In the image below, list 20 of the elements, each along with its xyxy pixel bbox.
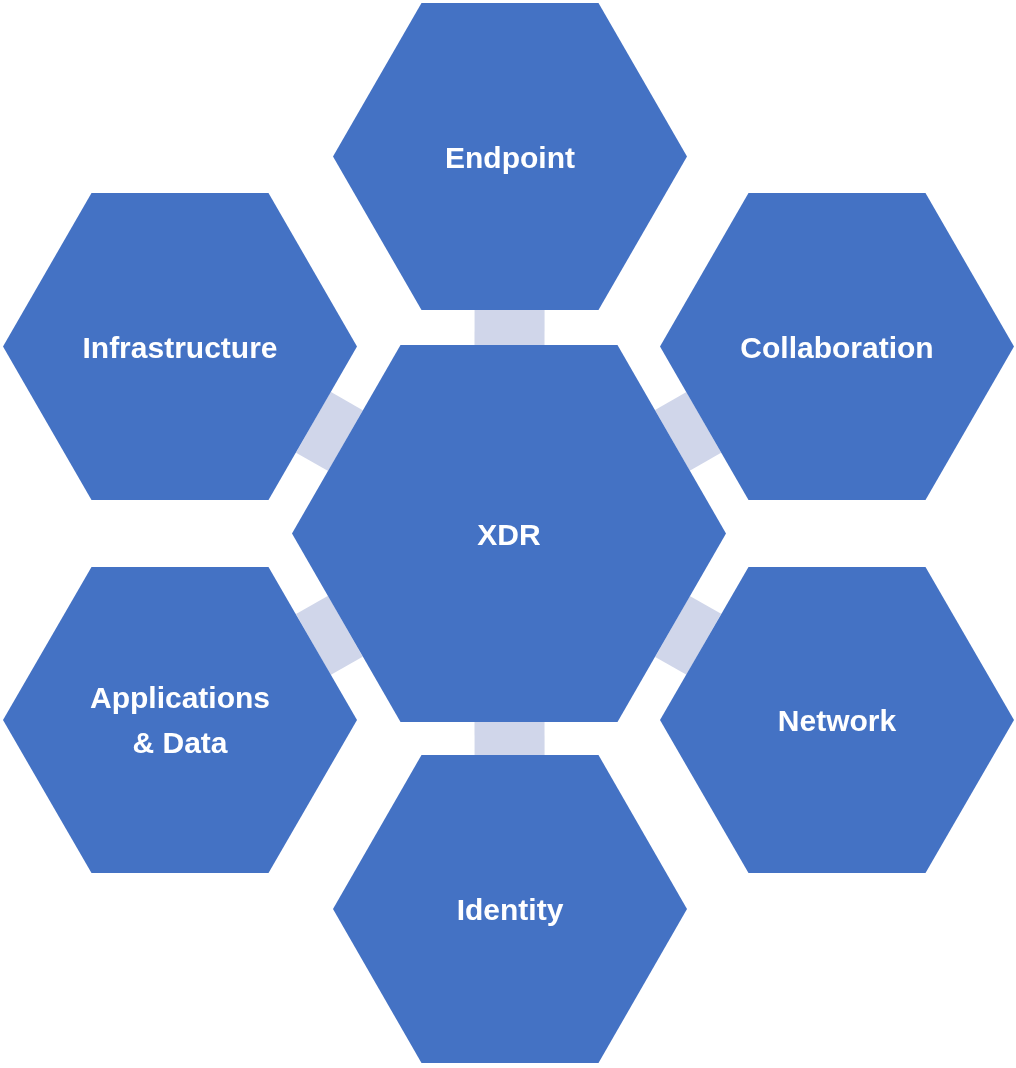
node-label: Applications & Data: [89, 680, 271, 761]
connector: [296, 391, 363, 471]
hexagon-node: [333, 3, 687, 310]
connector: [655, 392, 722, 471]
hexagon-node: [3, 193, 357, 500]
connector: [296, 595, 363, 675]
hexagon-node: [660, 193, 1014, 500]
node-label: Identity: [455, 891, 565, 928]
connector: [474, 721, 545, 756]
node-label: XDR: [476, 516, 542, 552]
connector: [655, 596, 722, 675]
hexagon-node: [292, 345, 726, 722]
node-label: Endpoint: [444, 139, 576, 176]
node-label: Collaboration: [739, 329, 935, 365]
node-label: Network: [776, 702, 898, 739]
hexagon-node: [333, 755, 687, 1063]
hexagon-node: [660, 567, 1014, 873]
connector: [474, 310, 545, 346]
node-label: Infrastructure: [81, 329, 279, 365]
hexagon-node: [3, 567, 357, 873]
